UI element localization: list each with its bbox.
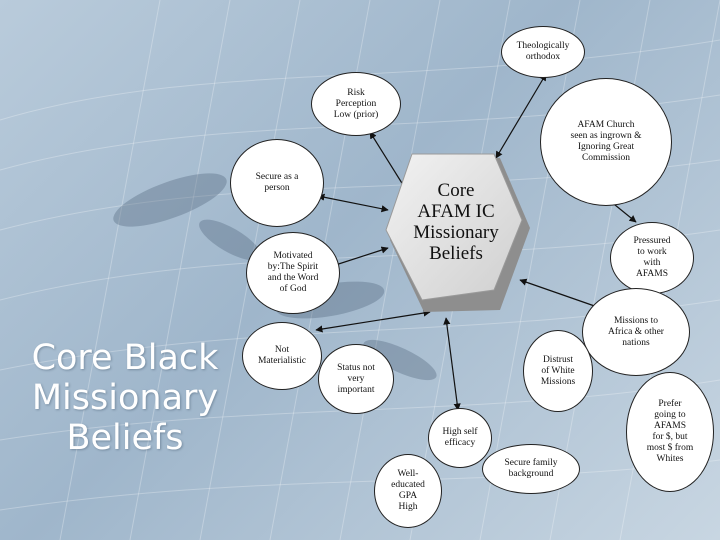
node-theologically-orthodox-text: Theologically orthodox <box>517 41 570 63</box>
node-secure-as-person: Secure as a person <box>230 139 324 227</box>
node-status-not-important: Status not very important <box>318 344 394 414</box>
arrow-secure-person <box>318 196 388 210</box>
node-secure-family-text: Secure family background <box>504 458 557 480</box>
node-pressured-afams-text: Pressured to work with AFAMS <box>634 236 671 280</box>
node-well-educated-text: Well- educated GPA High <box>391 469 425 513</box>
node-high-self-efficacy-text: High self efficacy <box>442 427 477 449</box>
node-not-materialistic: Not Materialistic <box>242 322 322 390</box>
node-afam-church: AFAM Church seen as ingrown & Ignoring G… <box>540 78 672 206</box>
core-label: Core AFAM IC Missionary Beliefs <box>394 180 518 264</box>
node-distrust-white-missions-text: Distrust of White Missions <box>541 355 575 388</box>
node-high-self-efficacy: High self efficacy <box>428 408 492 468</box>
node-motivated-spirit: Motivated by:The Spirit and the Word of … <box>246 232 340 314</box>
node-risk-perception-text: Risk Perception Low (prior) <box>334 88 379 121</box>
node-prefer-afams-text: Prefer going to AFAMS for $, but most $ … <box>647 399 693 465</box>
node-risk-perception: Risk Perception Low (prior) <box>311 72 401 136</box>
node-secure-as-person-text: Secure as a person <box>256 172 299 194</box>
node-distrust-white-missions: Distrust of White Missions <box>523 330 593 412</box>
arrow-orthodox <box>496 74 546 158</box>
node-missions-africa-text: Missions to Africa & other nations <box>608 316 664 349</box>
node-well-educated: Well- educated GPA High <box>374 454 442 528</box>
node-secure-family: Secure family background <box>482 444 580 494</box>
node-not-materialistic-text: Not Materialistic <box>258 345 306 367</box>
arrow-high-self <box>446 318 458 410</box>
node-theologically-orthodox: Theologically orthodox <box>501 26 585 78</box>
node-afam-church-text: AFAM Church seen as ingrown & Ignoring G… <box>571 120 642 164</box>
node-prefer-afams: Prefer going to AFAMS for $, but most $ … <box>626 372 714 492</box>
node-status-not-important-text: Status not very important <box>337 363 375 396</box>
node-motivated-spirit-text: Motivated by:The Spirit and the Word of … <box>268 251 319 295</box>
node-pressured-afams: Pressured to work with AFAMS <box>610 222 694 294</box>
node-missions-africa: Missions to Africa & other nations <box>582 288 690 376</box>
